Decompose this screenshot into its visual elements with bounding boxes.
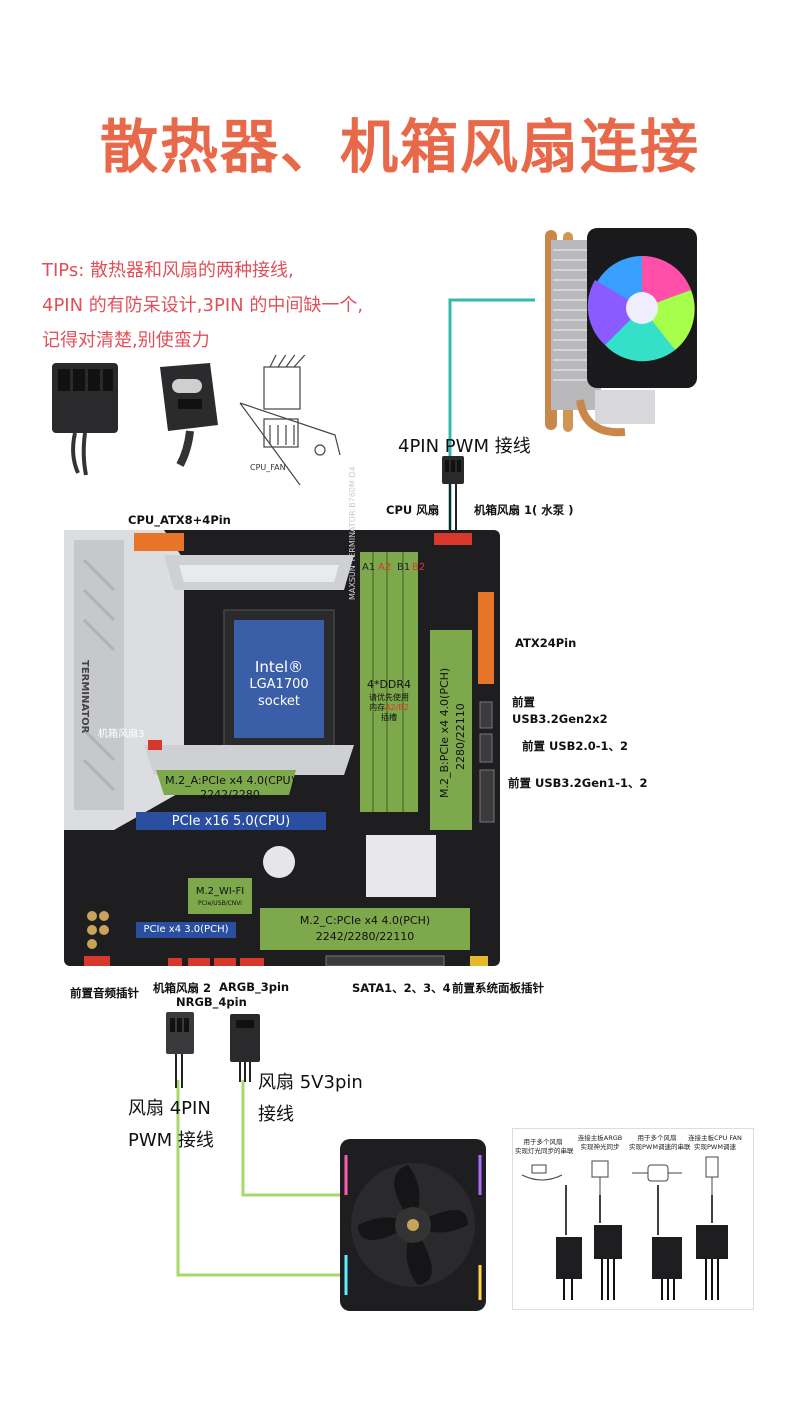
panel-label: 前置系统面板插针 (452, 981, 544, 995)
ddr-note2-b: A2/B2 (385, 703, 409, 712)
wifi-line1: M.2_WI-FI (195, 886, 245, 897)
legend-panel (512, 1128, 754, 1310)
dimm-b1: B1 (397, 562, 411, 573)
ddr-note2-a: 内存 (369, 703, 386, 712)
legend-item-4-line2: 实现PWM调速 (694, 1143, 736, 1151)
legend-connector-drawings (521, 1156, 728, 1300)
m2a-line2: 2242/2280 (200, 788, 260, 801)
molex-plug-icon (160, 363, 218, 467)
tip-line-3: 记得对清楚,别使蛮力 (42, 330, 210, 351)
cpu-fan-header-drawing (239, 355, 341, 486)
argb-label: ARGB_3pin (219, 980, 290, 994)
legend-item-1-line2: 实现灯光同步的串联 (515, 1147, 574, 1155)
cooler-pwm-label: 4PIN PWM 接线 (398, 436, 531, 457)
sys-fan1-label: 机箱风扇 1( 水泵 ) (474, 503, 574, 517)
usb20-label: 前置 USB2.0-1、2 (522, 739, 629, 753)
ddr-note1: 请优先使用 (369, 693, 409, 702)
sata-label: SATA1、2、3、4 (352, 981, 451, 995)
wifi-line2: PCIe/USB/CNVi (198, 900, 242, 907)
tip-line-2: 4PIN 的有防呆设计,3PIN 的中间缺一个, (42, 295, 364, 316)
cpu-power-label: CPU_ATX8+4Pin (128, 513, 231, 527)
dimm-a2: A2 (378, 562, 392, 573)
ddr-note2: 内存A2/B2 (360, 702, 418, 713)
m2c-line2: 2242/2280/22110 (315, 930, 415, 943)
legend-item-3-line1: 用于多个风扇 (637, 1134, 677, 1142)
nrgb-label: NRGB_4pin (176, 995, 247, 1009)
m2a-line1: M.2_A:PCIe x4 4.0(CPU) (165, 774, 295, 787)
pcie4-label: PCIe x4 3.0(PCH) (143, 924, 229, 935)
page-title: 散热器、机箱风扇连接 (99, 113, 700, 181)
case-fan-image (340, 1139, 486, 1311)
m2b-line1: M.2_B:PCIe x4 4.0(PCH) (438, 667, 451, 798)
board-model: MAXSUN TERMINATOR B760M D4 (348, 466, 357, 600)
tip-line-1: TIPs: 散热器和风扇的两种接线, (42, 260, 294, 281)
cpu-socket: LGA1700 (249, 677, 309, 692)
audio-label: 前置音频插针 (70, 986, 139, 1000)
dimm-a1: A1 (362, 562, 376, 573)
case-fan-argb-wire (241, 1080, 342, 1197)
atx24-label: ATX24Pin (515, 636, 577, 650)
ddr-note3: 插槽 (381, 713, 397, 722)
usb32g2-label: USB3.2Gen2x2 (512, 712, 608, 726)
three-pin-argb-plug-icon (230, 1014, 260, 1082)
ddr-title: 4*DDR4 (366, 678, 412, 691)
cpu-cooler-image (545, 228, 697, 437)
legend-item-1-line1: 用于多个风扇 (523, 1138, 563, 1146)
board-brand: TERMINATOR (79, 660, 90, 734)
four-pin-fan-plug-icon (166, 1012, 194, 1088)
fan2-label: 机箱风扇 2 (153, 981, 212, 995)
pwm-callout-line1: 风扇 4PIN (128, 1098, 211, 1119)
cpu-fan-label: CPU 风扇 (386, 503, 440, 517)
m2c-line1: M.2_C:PCIe x4 4.0(PCH) (299, 914, 431, 927)
pcie16-label: PCIe x16 5.0(CPU) (171, 814, 291, 829)
usb32g1-label: 前置 USB3.2Gen1-1、2 (508, 776, 648, 790)
fan-plugs-icons (166, 1012, 260, 1088)
cpu-fan-wire (448, 298, 535, 530)
legend-item-4-line1: 连接主板CPU FAN (688, 1134, 742, 1142)
m2b-line2: 2280/22110 (454, 703, 467, 770)
legend-item-2-line1: 连接主板ARGB (577, 1134, 623, 1142)
cpu-brand: Intel® (254, 658, 304, 676)
front-label: 前置 (512, 695, 535, 709)
v5-callout-line2: 接线 (258, 1104, 294, 1125)
motherboard-layout (64, 530, 495, 966)
cpu-socket-word: socket (257, 694, 301, 709)
dimm-b2: B2 (412, 562, 426, 573)
case-fan-pwm-wire (176, 1080, 342, 1277)
cpu-fan-drawing-label: CPU_FAN (250, 463, 286, 472)
legend-item-3-line2: 实现PWM调速的串联 (629, 1143, 691, 1151)
pwm-plug-icon (442, 456, 464, 530)
fan-connector-illustrations (52, 355, 341, 486)
pwm-callout-line2: PWM 接线 (128, 1130, 214, 1151)
case-fan3-label: 机箱风扇3 (98, 729, 145, 740)
legend-item-2-line2: 实现神光同步 (580, 1143, 620, 1151)
v5-callout-line1: 风扇 5V3pin (258, 1072, 363, 1093)
four-pin-plug-icon (52, 363, 118, 476)
